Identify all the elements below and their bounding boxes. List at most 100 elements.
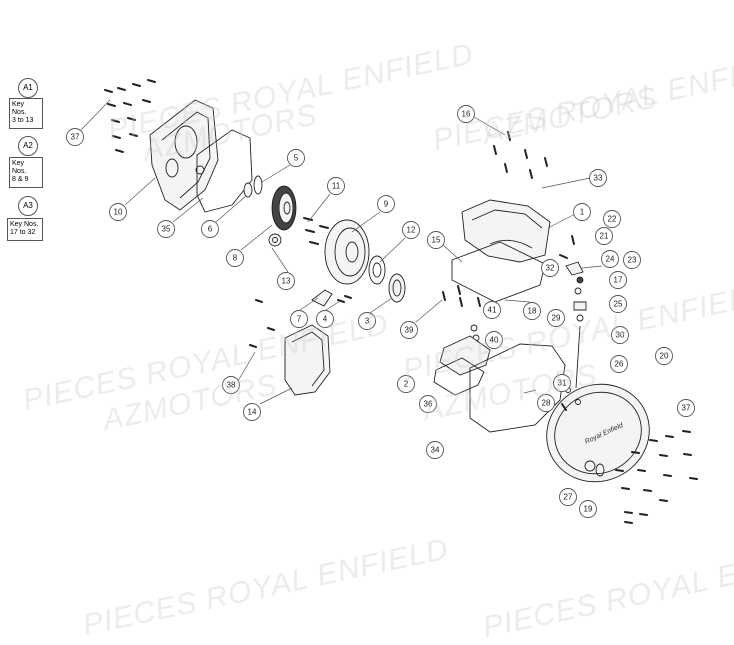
- svg-text:28: 28: [542, 399, 551, 408]
- part-25-bush: [573, 301, 587, 311]
- callout-16: 16: [457, 105, 475, 123]
- part-22-bolt: [571, 235, 575, 245]
- svg-text:29: 29: [552, 314, 561, 323]
- callout-3: 3: [358, 312, 376, 330]
- part-20-primary-cover: Royal Enfield: [546, 383, 650, 483]
- callout-13: 13: [277, 272, 295, 290]
- svg-text:13: 13: [282, 277, 291, 286]
- svg-text:36: 36: [424, 400, 433, 409]
- part-10-outer-cover: [149, 99, 219, 211]
- part-27-plug: [584, 460, 596, 472]
- legend-a2-badge: A2: [18, 136, 38, 156]
- callout-10: 10: [109, 203, 127, 221]
- svg-text:15: 15: [432, 236, 441, 245]
- legend-a3-line1: Key Nos.: [10, 221, 39, 228]
- part-6-oil-seal: [243, 182, 253, 198]
- svg-text:37: 37: [682, 404, 691, 413]
- part-19-o-ring: [595, 463, 605, 477]
- svg-text:30: 30: [616, 331, 625, 340]
- callout-29: 29: [547, 309, 565, 327]
- part-21-fitting: [559, 254, 568, 259]
- callout-23: 23: [623, 251, 641, 269]
- part-28-pin: [561, 403, 567, 411]
- part-14-timing-cover: [284, 324, 331, 396]
- callout-18: 18: [523, 302, 541, 320]
- callout-22: 22: [603, 210, 621, 228]
- part-26-dowel: [575, 399, 581, 405]
- part-11-studs: [303, 217, 329, 245]
- legend-a1-box: Key Nos. 3 to 13: [9, 98, 43, 129]
- part-41-plug: [470, 324, 478, 332]
- svg-text:11: 11: [332, 182, 341, 191]
- svg-text:8: 8: [233, 254, 238, 263]
- svg-text:31: 31: [558, 379, 567, 388]
- svg-text:14: 14: [248, 408, 257, 417]
- legend-a2-line1: Key Nos.: [12, 160, 27, 175]
- part-12-washer: [368, 255, 386, 285]
- callout-19: 19: [579, 500, 597, 518]
- callout-28: 28: [537, 394, 555, 412]
- svg-text:16: 16: [462, 110, 471, 119]
- bolt-set-37-right: [615, 430, 698, 524]
- svg-text:23: 23: [628, 256, 637, 265]
- callout-4: 4: [316, 310, 334, 328]
- svg-text:19: 19: [584, 505, 593, 514]
- callout-38: 38: [222, 376, 240, 394]
- callout-bubbles: 37 10 35 6 5 8 11 9 12 13 7 4 3 14 38 39…: [66, 105, 695, 518]
- svg-text:40: 40: [490, 336, 499, 345]
- legend-a3-line2: 17 to 32: [10, 229, 36, 236]
- svg-text:9: 9: [384, 200, 389, 209]
- svg-text:4: 4: [323, 315, 328, 324]
- leader-lines: [80, 99, 603, 405]
- svg-text:1: 1: [580, 208, 585, 217]
- legend-a1-line2: 3 to 13: [12, 117, 34, 124]
- svg-text:21: 21: [600, 232, 609, 241]
- callout-14: 14: [243, 403, 261, 421]
- part-30-shaft: [575, 325, 581, 389]
- callout-1: 1: [573, 203, 591, 221]
- svg-text:35: 35: [162, 225, 171, 234]
- bolt-set-37-left: [104, 79, 156, 153]
- callout-32: 32: [541, 259, 559, 277]
- callout-9: 9: [377, 195, 395, 213]
- svg-text:33: 33: [594, 174, 603, 183]
- callout-27: 27: [559, 488, 577, 506]
- callout-26: 26: [610, 355, 628, 373]
- part-23-nut: [576, 276, 584, 284]
- svg-text:22: 22: [608, 215, 617, 224]
- callout-31: 31: [553, 374, 571, 392]
- legend-a1-badge: A1: [18, 78, 38, 98]
- callout-41: 41: [483, 301, 501, 319]
- part-1-rocker-cover: [461, 199, 551, 263]
- part-7-bracket: [311, 289, 333, 307]
- callout-34: 34: [426, 441, 444, 459]
- svg-text:34: 34: [431, 446, 440, 455]
- part-29-spacer: [576, 314, 584, 322]
- exploded-parts-diagram: Royal Enfield: [66, 79, 698, 524]
- callout-33: 33: [589, 169, 607, 187]
- callout-24: 24: [601, 250, 619, 268]
- legend-a3-badge: A3: [18, 196, 38, 216]
- callout-2: 2: [397, 375, 415, 393]
- part-2-cover-plate: [439, 335, 491, 376]
- part-4-screws: [337, 295, 352, 303]
- callout-36: 36: [419, 395, 437, 413]
- callout-15: 15: [427, 231, 445, 249]
- part-8-drive-gear: [271, 185, 297, 231]
- legend-a3-box: Key Nos. 17 to 32: [7, 218, 43, 241]
- part-9-flywheel: [324, 219, 370, 285]
- callout-40: 40: [485, 331, 503, 349]
- callout-11: 11: [327, 177, 345, 195]
- svg-text:32: 32: [546, 264, 555, 273]
- svg-text:27: 27: [564, 493, 573, 502]
- svg-text:2: 2: [404, 380, 409, 389]
- callout-20: 20: [655, 347, 673, 365]
- callout-37-right: 37: [677, 399, 695, 417]
- callout-37-left: 37: [66, 128, 84, 146]
- svg-text:41: 41: [488, 306, 497, 315]
- callout-5: 5: [287, 149, 305, 167]
- callout-21: 21: [595, 227, 613, 245]
- svg-text:24: 24: [606, 255, 615, 264]
- bolt-set-16-top: [493, 131, 548, 179]
- svg-text:39: 39: [405, 326, 414, 335]
